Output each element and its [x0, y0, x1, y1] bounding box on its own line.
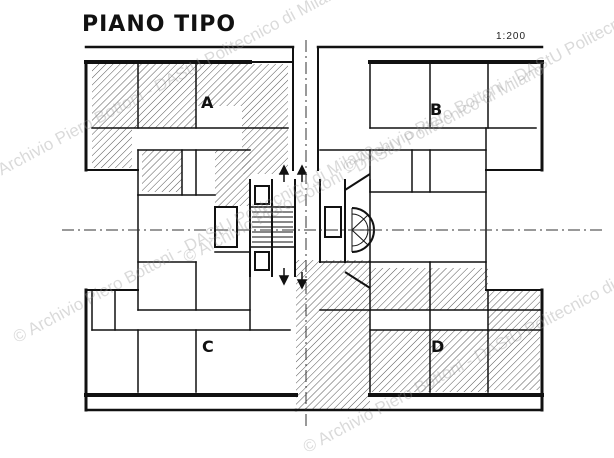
apartment-label-a: A [201, 93, 214, 112]
walls [84, 45, 544, 412]
staircase [252, 207, 375, 253]
diagonal-walls [344, 173, 371, 289]
plan-svg [62, 40, 602, 430]
apartment-label-d: D [431, 337, 445, 356]
apartment-label-b: B [430, 100, 443, 119]
apartment-label-c: C [202, 337, 214, 356]
hatched-zones [92, 64, 540, 410]
drawing-title: PIANO TIPO [82, 12, 237, 37]
circulation-arrows [278, 164, 308, 290]
axis-lines [62, 40, 602, 430]
scale-label: 1:200 [496, 31, 527, 42]
